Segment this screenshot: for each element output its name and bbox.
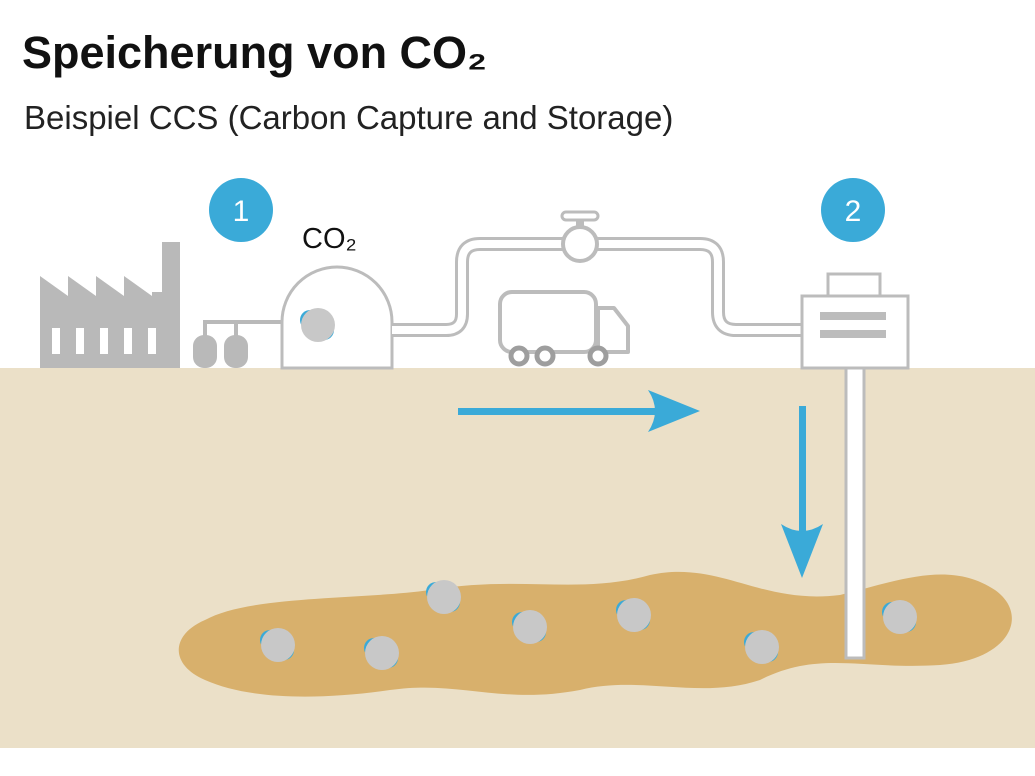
- injection-station: [800, 272, 910, 370]
- step-badge-1: 1: [209, 178, 273, 242]
- co2-label: CO₂: [302, 223, 357, 255]
- factory-icon: [40, 242, 180, 368]
- valve-icon: [560, 210, 600, 263]
- arrow-right-icon: [458, 390, 700, 432]
- step-number: 2: [845, 195, 862, 228]
- page-subtitle: Beispiel CCS (Carbon Capture and Storage…: [24, 99, 674, 136]
- gas-tanks-icon: [193, 320, 281, 368]
- arrow-down-icon: [781, 406, 823, 578]
- truck-icon: [498, 290, 630, 367]
- step-number: 1: [233, 195, 250, 228]
- step-badge-2: 2: [821, 178, 885, 242]
- page-title: Speicherung von CO₂: [22, 27, 488, 78]
- injection-well: [844, 366, 866, 660]
- capture-dome: [280, 265, 394, 370]
